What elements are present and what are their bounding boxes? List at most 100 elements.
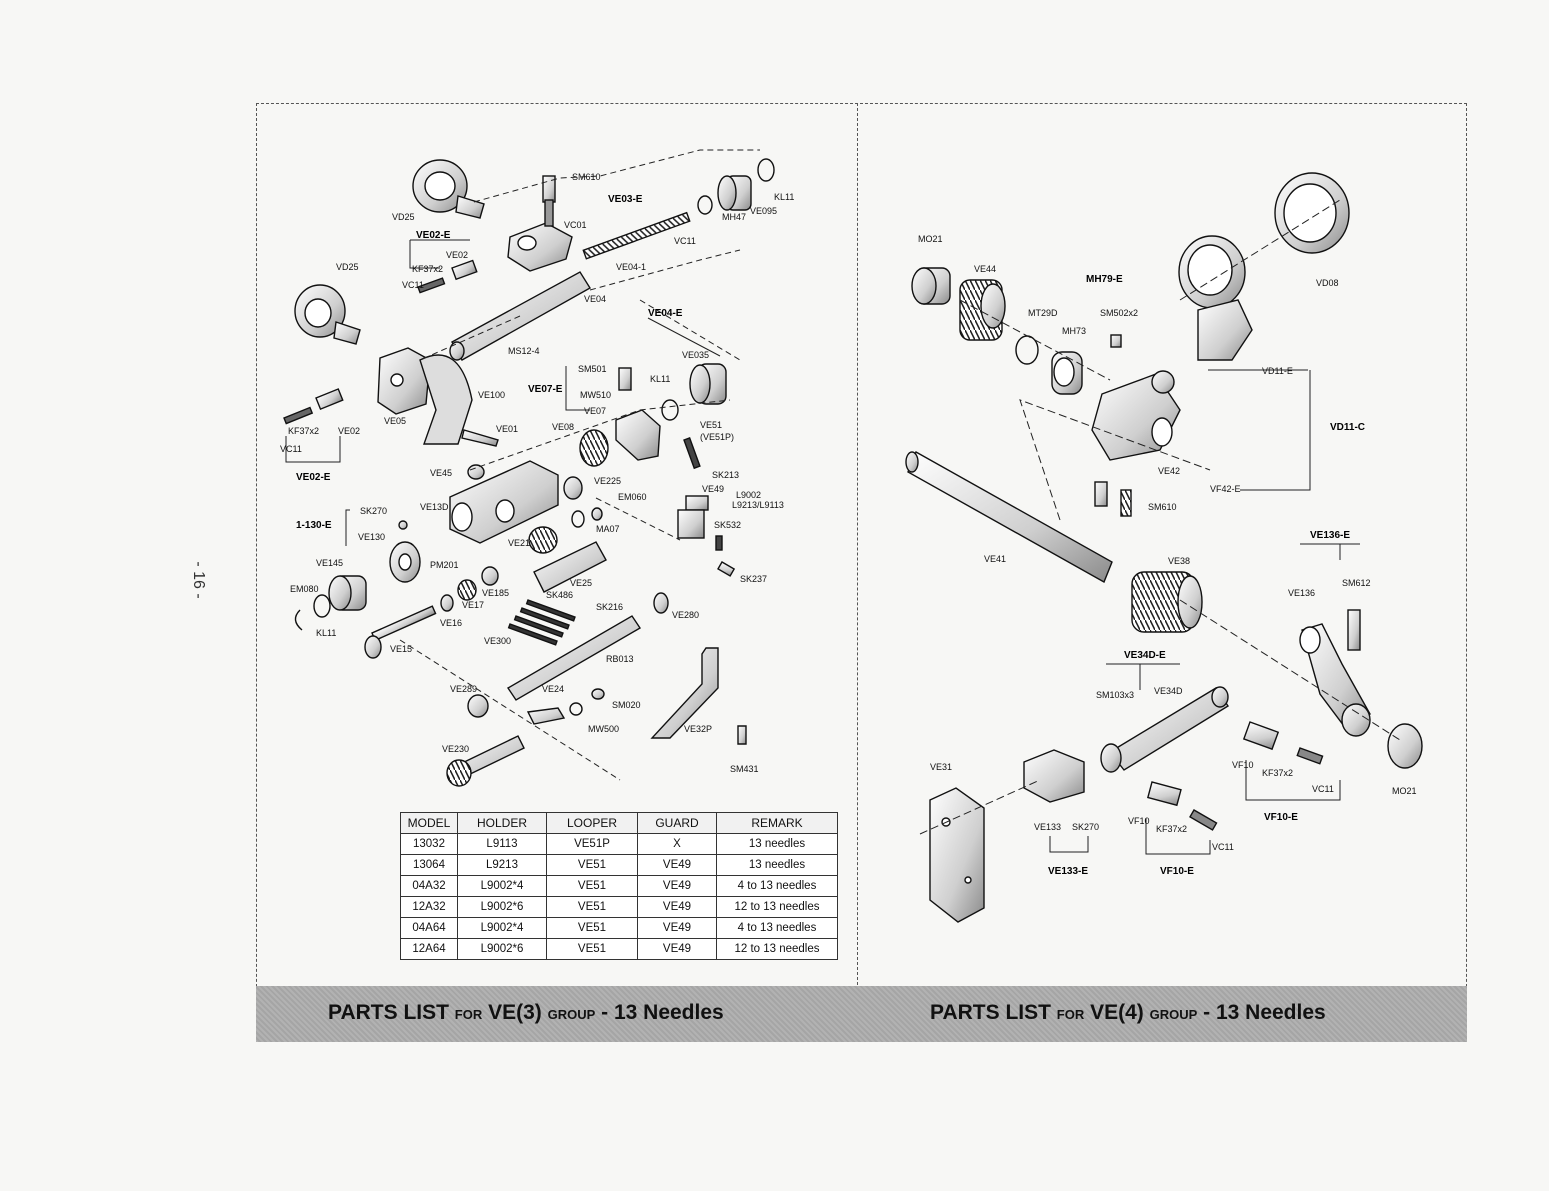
table-cell: 13032 — [400, 833, 458, 855]
right-banner-pre: PARTS LIST — [930, 1001, 1051, 1024]
table-cell: 13 needles — [716, 833, 838, 855]
table-cell: 4 to 13 needles — [716, 875, 838, 897]
part-vd08 — [1274, 172, 1350, 254]
table-cell: 04A32 — [400, 875, 458, 897]
table-cell: VE49 — [637, 854, 717, 876]
label-ve035: VE035 — [682, 350, 709, 360]
label-sm103x3: SM103x3 — [1096, 690, 1134, 700]
label-sk270-left: SK270 — [360, 506, 387, 516]
label-sm431: SM431 — [730, 764, 759, 774]
part-sm431 — [737, 725, 747, 745]
right-part-labels: MO21 VE44 MH79-E MT29D SM502x2 MH73 VD08… — [918, 234, 1417, 877]
footer-banner — [256, 986, 1467, 1042]
table-row: 13032 L9113 VE51P X 13 needles — [400, 833, 838, 855]
label-ve13d: VE13D — [420, 502, 449, 512]
label-rb013: RB013 — [606, 654, 634, 664]
label-kl11-mid: KL11 — [650, 374, 670, 384]
panel-divider — [857, 103, 858, 985]
table-cell: VE51 — [546, 875, 638, 897]
table-cell: VE49 — [637, 896, 717, 918]
part-ve03-clamp — [507, 175, 573, 272]
label-vf10-e-upper: VF10-E — [1264, 812, 1298, 823]
part-ve41-shaft — [905, 450, 1113, 584]
label-sk532: SK532 — [714, 520, 741, 530]
part-ve02-pin-lower — [283, 388, 344, 425]
label-em060: EM060 — [618, 492, 647, 502]
label-vc11-a: VC11 — [402, 280, 424, 290]
table-cell: L9113 — [457, 833, 547, 855]
part-mo21-lower — [1387, 723, 1423, 769]
part-vf10-lower — [1147, 781, 1218, 831]
label-ve24: VE24 — [542, 684, 564, 694]
label-ms12-4: MS12-4 — [508, 346, 540, 356]
left-banner-for: FOR — [454, 1007, 483, 1022]
label-l9002: L9002 — [736, 490, 761, 500]
table-cell: VE51 — [546, 854, 638, 876]
col-guard-header: GUARD — [637, 812, 717, 834]
left-banner-pre: PARTS LIST — [328, 1001, 449, 1024]
part-vd25-lower — [294, 284, 361, 345]
part-ve51-looper — [677, 437, 736, 577]
label-sm610: SM610 — [572, 172, 601, 182]
right-banner-suffix: - 13 Needles — [1203, 1001, 1326, 1024]
part-vd11-holder — [1178, 235, 1253, 361]
table-cell: VE51 — [546, 896, 638, 918]
right-leader-lines — [919, 199, 1401, 835]
part-ve230-rod — [446, 735, 525, 787]
part-vf10-upper — [1242, 721, 1324, 765]
label-kf37x2-upper-right: KF37x2 — [1262, 768, 1293, 778]
label-sk486: SK486 — [546, 590, 573, 600]
part-sm610-r1 — [1094, 481, 1108, 507]
part-ve04-1-spring — [582, 211, 691, 260]
part-ve095-bushing — [697, 158, 775, 215]
label-ve100: VE100 — [478, 390, 505, 400]
part-mo21-upper — [911, 267, 951, 305]
part-ve280 — [653, 592, 669, 614]
table-cell: L9002*4 — [457, 917, 547, 939]
table-row: 12A64 L9002*6 VE51 VE49 12 to 13 needles — [400, 938, 838, 960]
label-ve38: VE38 — [1168, 556, 1190, 566]
label-ve04-1: VE04-1 — [616, 262, 646, 272]
label-vd25-lower: VD25 — [336, 262, 359, 272]
label-ve02-lower: VE02 — [338, 426, 360, 436]
table-cell: VE51 — [546, 938, 638, 960]
table-cell: L9002*4 — [457, 875, 547, 897]
table-cell: 13064 — [400, 854, 458, 876]
part-ve32p-bracket — [650, 647, 719, 739]
label-ve31: VE31 — [930, 762, 952, 772]
label-kf37x2-lower-right: KF37x2 — [1156, 824, 1187, 834]
label-ve185: VE185 — [482, 588, 509, 598]
label-ve04: VE04 — [584, 294, 606, 304]
label-sm502x2: SM502x2 — [1100, 308, 1138, 318]
label-sk216: SK216 — [596, 602, 623, 612]
label-ve136: VE136 — [1288, 588, 1315, 598]
label-vd11-e: VD11-E — [1262, 366, 1293, 376]
label-vc11-c: VC11 — [280, 444, 302, 454]
label-ve34d: VE34D — [1154, 686, 1183, 696]
label-pm201: PM201 — [430, 560, 459, 570]
label-ve25: VE25 — [570, 578, 592, 588]
label-sk237: SK237 — [740, 574, 767, 584]
part-ve13d-body — [449, 460, 559, 544]
col-remark-header: REMARK — [716, 812, 838, 834]
table-cell: 12 to 13 needles — [716, 896, 838, 918]
label-sm610-right: SM610 — [1148, 502, 1177, 512]
left-panel-parts — [283, 149, 775, 787]
part-ve31-plate — [929, 787, 985, 923]
label-ve08: VE08 — [552, 422, 574, 432]
label-ve45: VE45 — [430, 468, 452, 478]
part-ve15-pin — [364, 605, 437, 659]
label-mo21-lower: MO21 — [1392, 786, 1417, 796]
label-ve225: VE225 — [594, 476, 621, 486]
part-ve289 — [467, 694, 489, 718]
right-bracket-lines — [1049, 369, 1360, 855]
label-em080: EM080 — [290, 584, 319, 594]
table-row: 13064 L9213 VE51 VE49 13 needles — [400, 854, 838, 876]
table-cell: 12A64 — [400, 938, 458, 960]
part-ve01 — [461, 429, 499, 447]
label-ve02-e-upper: VE02-E — [416, 230, 451, 241]
part-vd25-upper — [412, 159, 485, 219]
part-ve04-shaft — [449, 271, 591, 361]
part-ve07-arm — [615, 409, 661, 461]
part-ve08-gear — [579, 429, 609, 467]
